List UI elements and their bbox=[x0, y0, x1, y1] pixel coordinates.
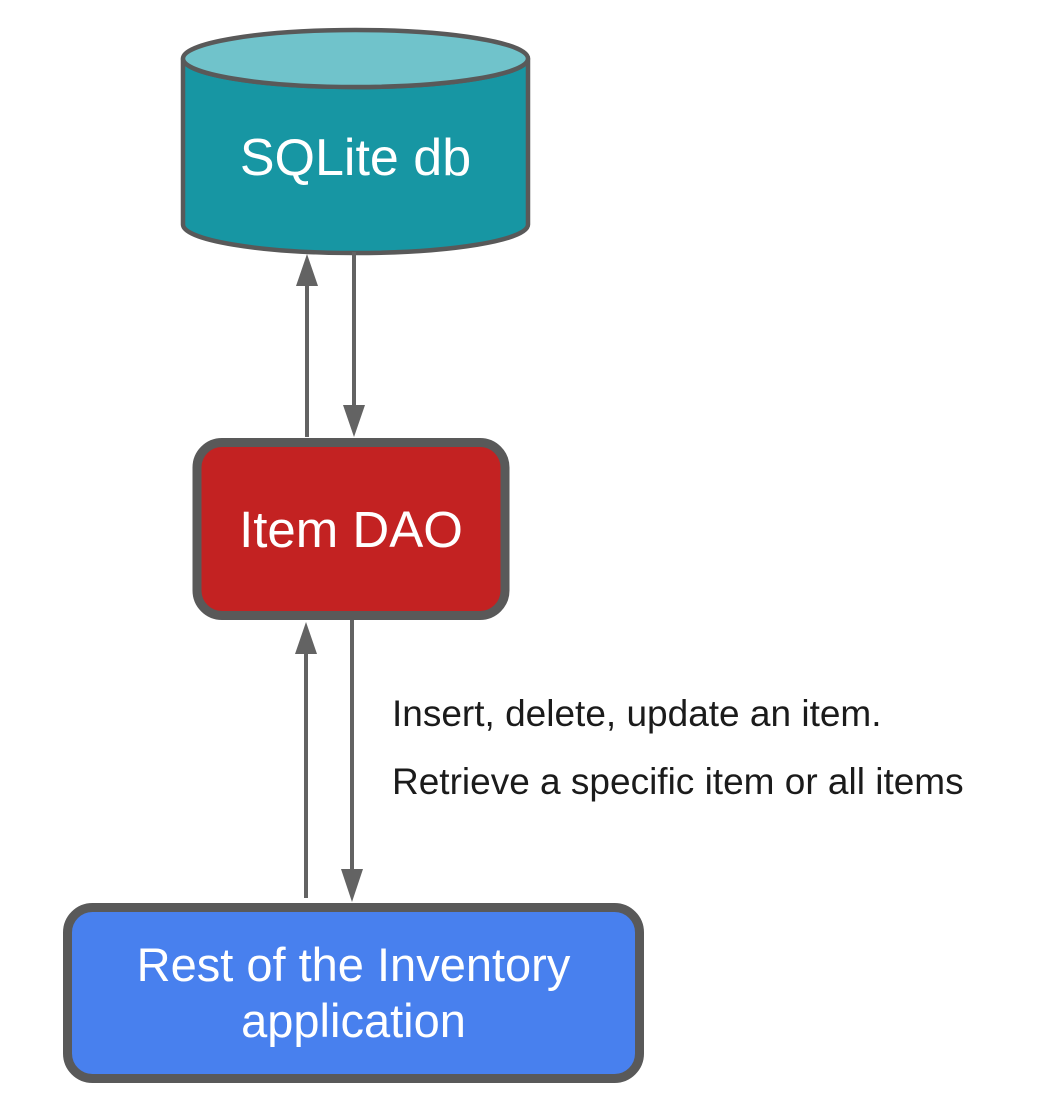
edge-annotation-line-1: Insert, delete, update an item. bbox=[392, 693, 882, 734]
arrow-database-to-dao-head bbox=[343, 405, 365, 437]
arrow-app-to-dao bbox=[295, 622, 317, 898]
database-cylinder-top bbox=[180, 27, 531, 90]
arrow-dao-to-database bbox=[296, 254, 318, 437]
arrow-dao-to-app bbox=[341, 620, 363, 902]
edge-annotation: Insert, delete, update an item. Retrieve… bbox=[392, 692, 964, 805]
inventory-app-box bbox=[63, 903, 644, 1083]
arrow-database-to-dao bbox=[343, 252, 365, 437]
edge-annotation-line-2: Retrieve a specific item or all items bbox=[392, 761, 964, 803]
arrow-dao-to-database-head bbox=[296, 254, 318, 286]
database-cylinder bbox=[180, 27, 531, 256]
arrow-dao-to-app-head bbox=[341, 869, 363, 902]
item-dao-box bbox=[192, 438, 510, 620]
arrow-app-to-dao-head bbox=[295, 622, 317, 654]
